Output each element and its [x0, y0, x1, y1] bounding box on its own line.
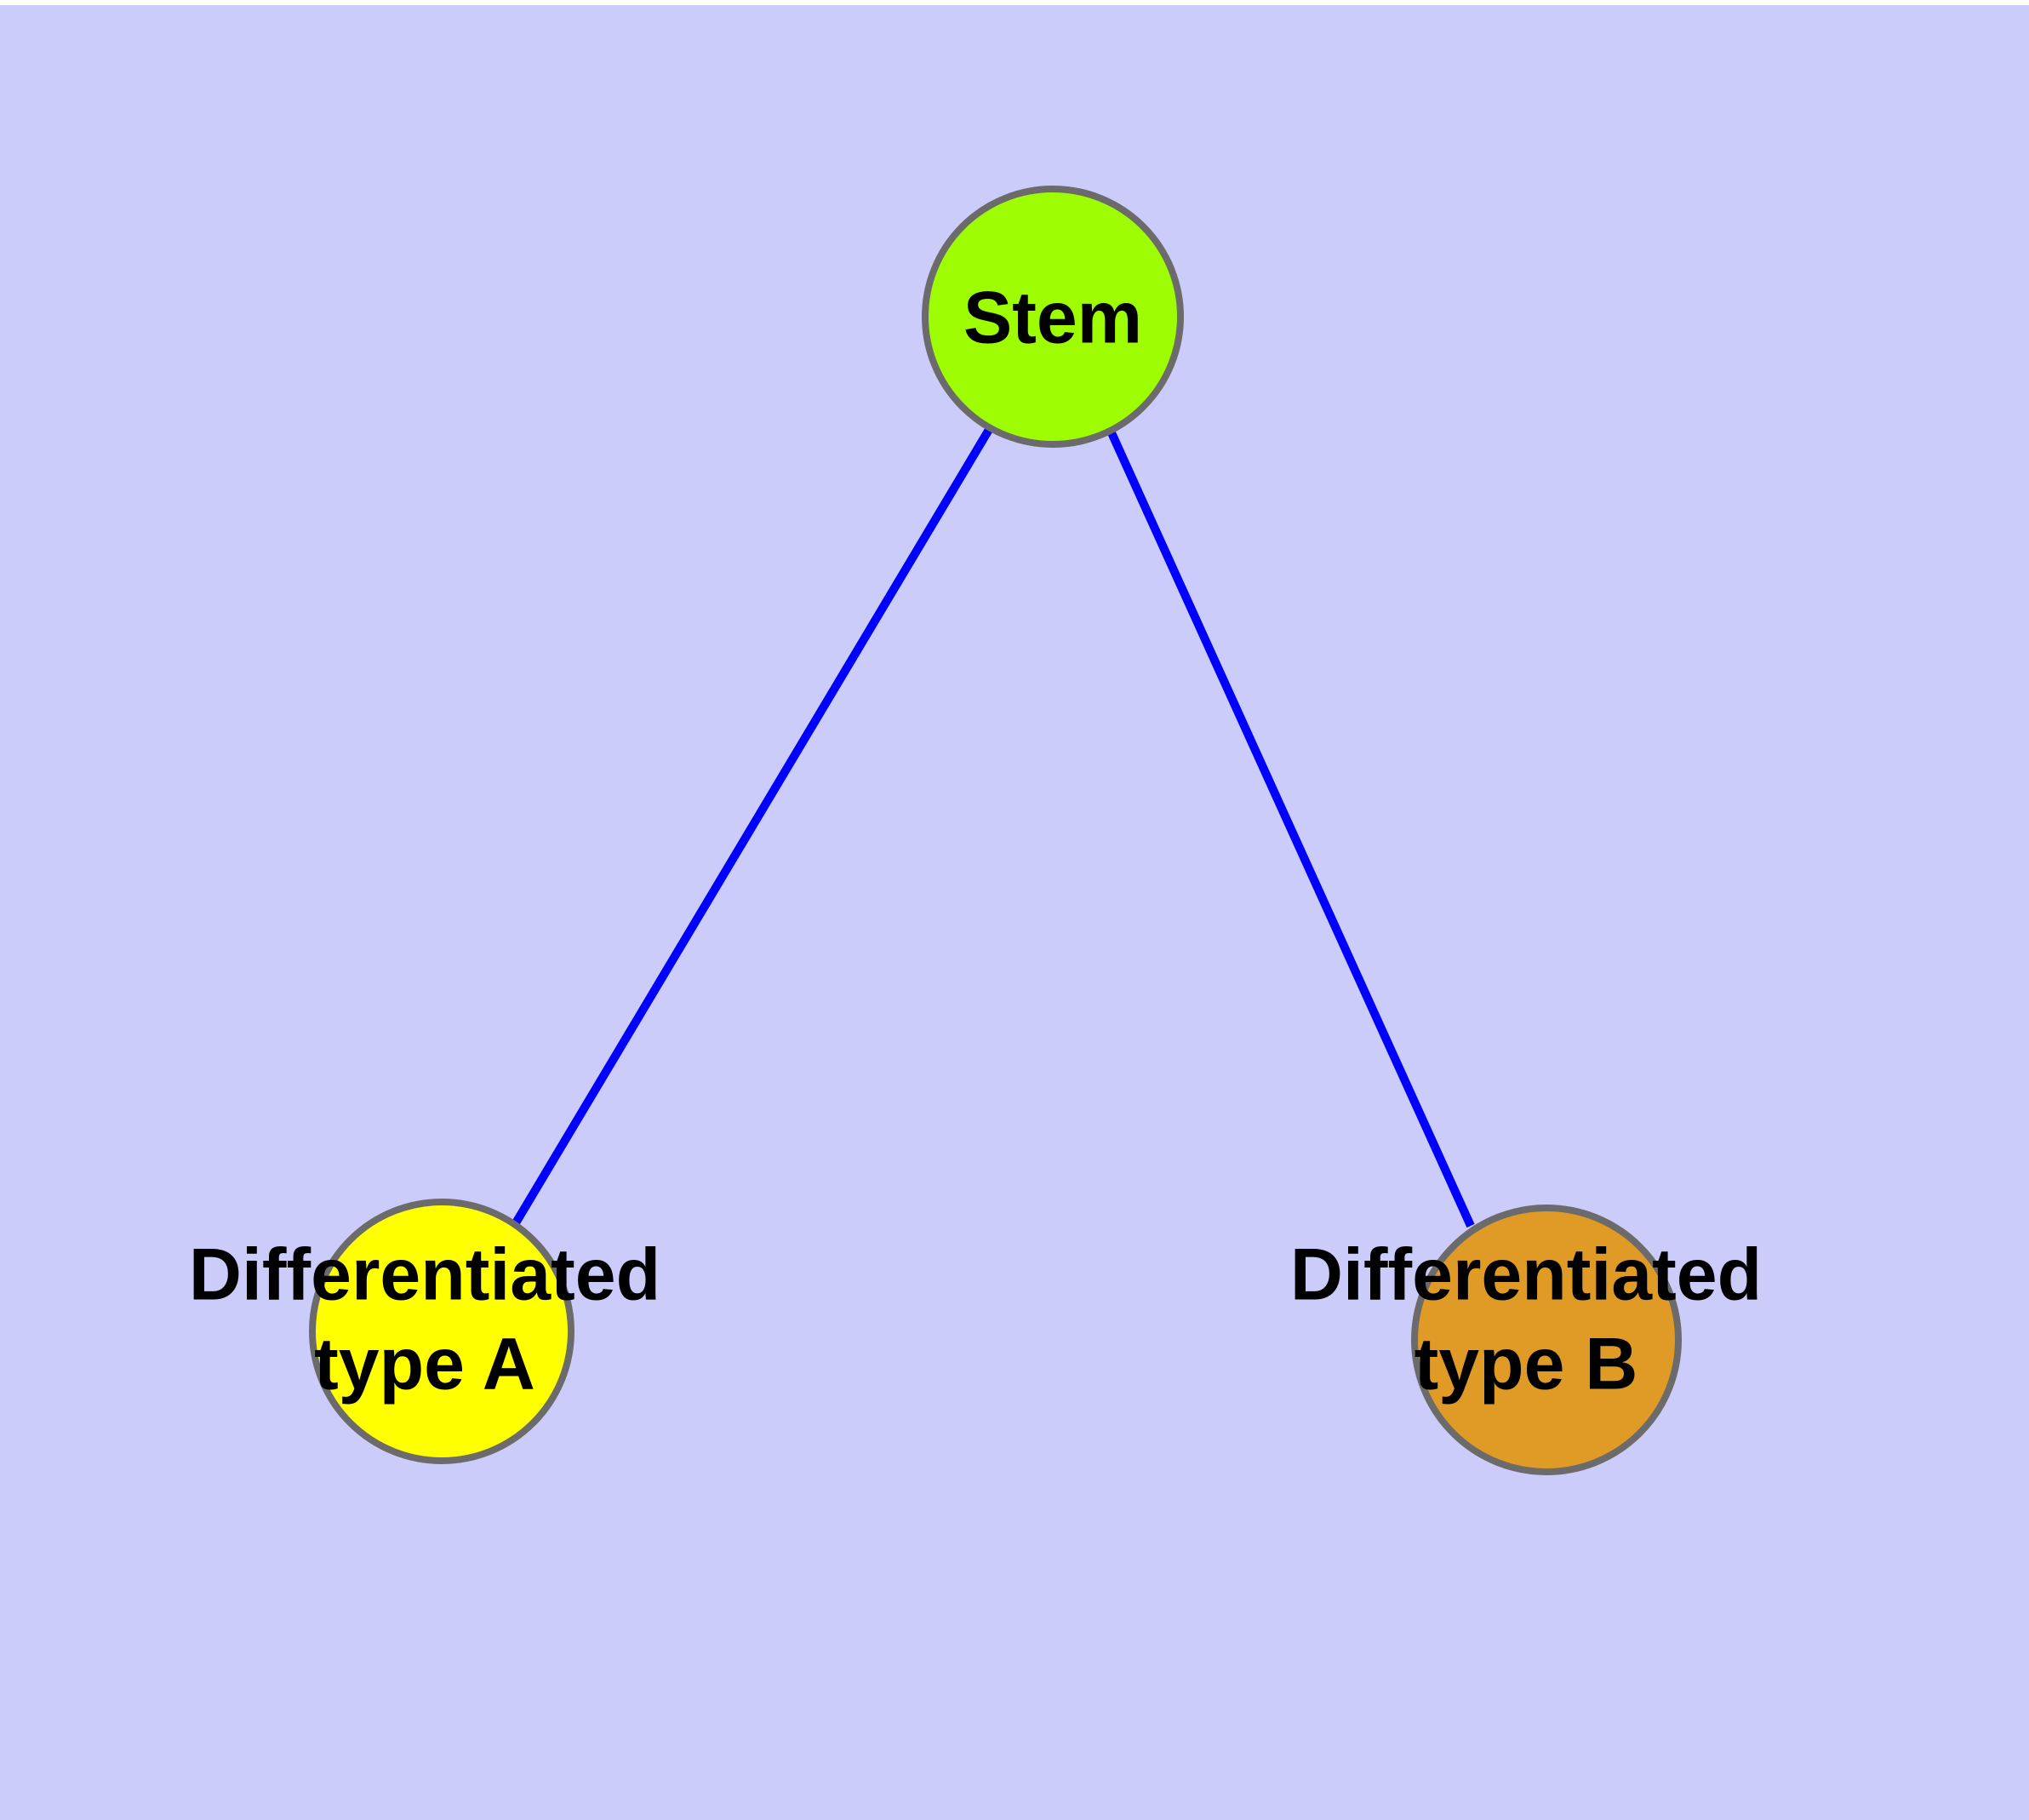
node-diff-b[interactable] [1411, 1205, 1682, 1475]
node-layer [309, 186, 1682, 1475]
node-diff-a-label-line2: type A [314, 1324, 535, 1405]
edge-layer [510, 426, 1475, 1228]
label-layer: Stem Differentiated type A Differentiate… [189, 278, 1762, 1405]
node-diff-b-label-line1: Differentiated [1290, 1234, 1762, 1316]
node-stem-circle[interactable] [922, 186, 1184, 448]
node-diff-a-label-line1: Differentiated [189, 1234, 660, 1316]
node-stem[interactable] [922, 186, 1184, 448]
edge-stem-to-diff-b[interactable] [1106, 426, 1475, 1228]
edge-stem-to-diff-a[interactable] [510, 426, 994, 1228]
node-diff-b-label-line2: type B [1415, 1324, 1638, 1405]
node-diff-a[interactable] [309, 1199, 574, 1464]
node-stem-label: Stem [963, 278, 1142, 359]
node-diff-a-circle[interactable] [309, 1199, 574, 1464]
node-diff-b-circle[interactable] [1411, 1205, 1682, 1475]
